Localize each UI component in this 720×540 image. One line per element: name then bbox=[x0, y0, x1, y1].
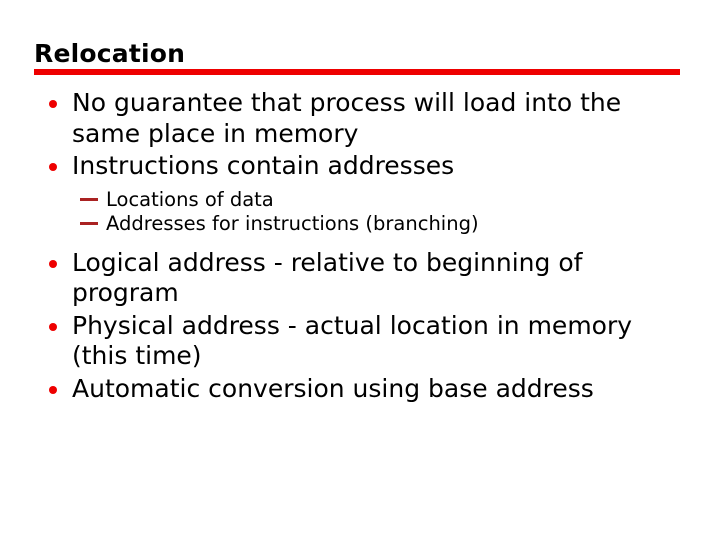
sub-bullet-item: Addresses for instructions (branching) bbox=[34, 212, 684, 236]
bullet-dot-icon bbox=[49, 163, 57, 171]
title-underline-rule bbox=[34, 69, 680, 75]
em-dash-icon bbox=[80, 221, 98, 225]
sub-bullet-item: Locations of data bbox=[34, 188, 684, 212]
bullet-item: Logical address - relative to beginning … bbox=[34, 248, 660, 309]
em-dash-icon bbox=[80, 197, 98, 201]
bullet-item: Physical address - actual location in me… bbox=[34, 311, 660, 372]
bullet-item: Instructions contain addresses bbox=[34, 151, 660, 182]
bullet-text: Physical address - actual location in me… bbox=[72, 310, 633, 371]
bullet-text: No guarantee that process will load into… bbox=[72, 88, 622, 148]
bullet-item: No guarantee that process will load into… bbox=[34, 88, 660, 149]
sub-bullet-text: Addresses for instructions (branching) bbox=[106, 211, 479, 235]
bullet-item: Automatic conversion using base address bbox=[34, 374, 660, 405]
sub-bullet-text: Locations of data bbox=[106, 187, 274, 211]
bullet-dot-icon bbox=[49, 100, 57, 108]
bullet-dot-icon bbox=[49, 259, 57, 268]
slide-body: No guarantee that process will load into… bbox=[34, 88, 684, 406]
bullet-text: Logical address - relative to beginning … bbox=[72, 247, 583, 308]
slide-title: Relocation bbox=[34, 39, 186, 68]
sub-bullet-group: Locations of data Addresses for instruct… bbox=[34, 188, 684, 236]
bullet-text: Instructions contain addresses bbox=[72, 151, 455, 180]
bullet-dot-icon bbox=[49, 322, 57, 331]
bullet-dot-icon bbox=[49, 385, 57, 394]
bullet-text: Automatic conversion using base address bbox=[72, 373, 594, 403]
